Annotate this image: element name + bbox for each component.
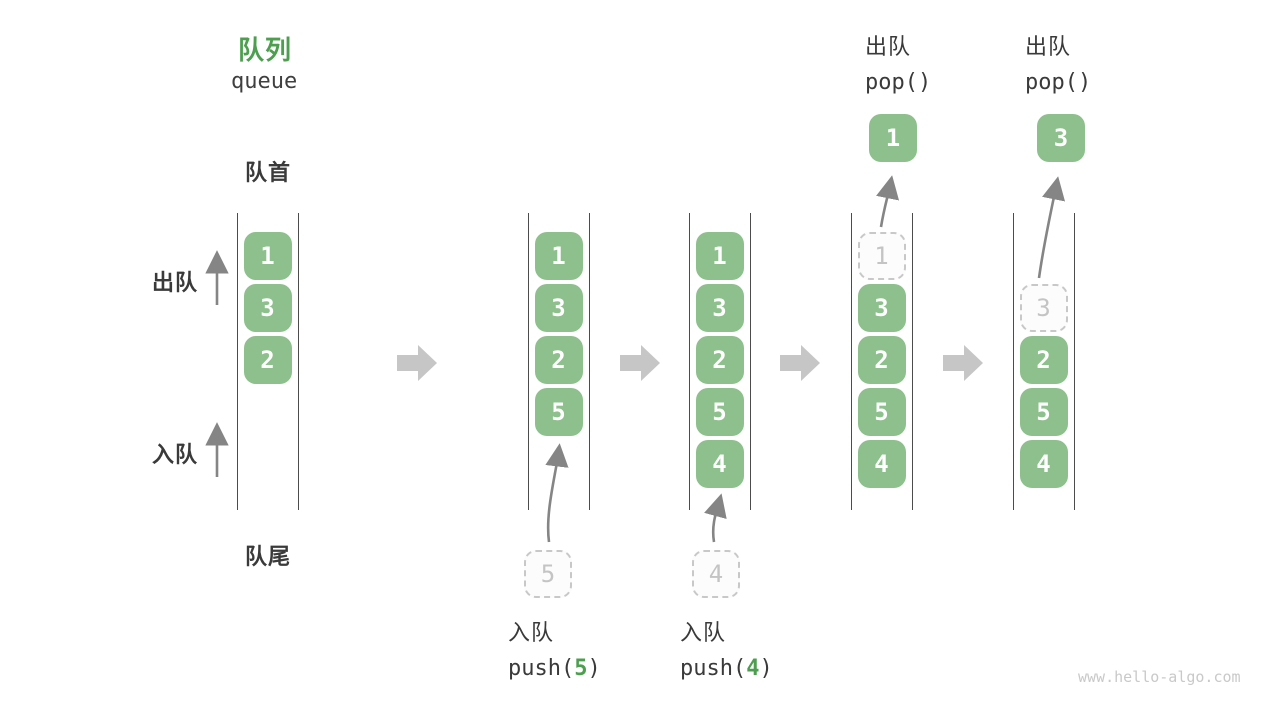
diagram-title-en: queue — [231, 69, 298, 94]
queue-item: 1 — [695, 232, 744, 280]
diagram-title-zh: 队列 — [238, 35, 293, 65]
queue-item: 4 — [857, 440, 906, 488]
queue-item: 2 — [534, 336, 583, 384]
queue-item: 4 — [695, 440, 744, 488]
op-code: push(5) — [508, 656, 601, 681]
queue-item: 1 — [534, 232, 583, 280]
queue-column-3: 1 3 2 5 4 — [689, 213, 751, 510]
queue-item: 5 — [534, 388, 583, 436]
removed-item-ghost: 1 — [857, 232, 906, 280]
queue-item: 5 — [857, 388, 906, 436]
op-label-zh: 出队 — [865, 34, 912, 59]
op-label-zh: 入队 — [680, 620, 727, 645]
op-pop-1: 出队 pop() — [865, 29, 931, 101]
step-arrow-icon — [943, 345, 983, 381]
op-push-5: 入队 push(5) — [508, 615, 601, 687]
queue-column-5: 3 2 5 4 — [1013, 213, 1075, 510]
popped-item: 1 — [869, 114, 917, 162]
queue-item: 4 — [1019, 440, 1068, 488]
op-code: pop() — [1025, 70, 1092, 95]
queue-column-2: 1 3 2 5 — [528, 213, 590, 510]
label-dequeue-direction: 出队 — [152, 270, 199, 295]
queue-item: 2 — [243, 336, 292, 384]
op-code: push(4) — [680, 656, 773, 681]
queue-item: 3 — [695, 284, 744, 332]
label-queue-rear: 队尾 — [245, 544, 292, 569]
step-arrow-icon — [780, 345, 820, 381]
queue-item: 2 — [1019, 336, 1068, 384]
watermark: www.hello-algo.com — [1078, 668, 1241, 686]
step-arrow-icon — [620, 345, 660, 381]
removed-item-ghost: 3 — [1019, 284, 1068, 332]
op-code: pop() — [865, 70, 932, 95]
queue-item: 3 — [534, 284, 583, 332]
queue-column-1: 1 3 2 — [237, 213, 299, 510]
popped-item: 3 — [1037, 114, 1085, 162]
queue-item: 5 — [695, 388, 744, 436]
op-pop-2: 出队 pop() — [1025, 29, 1091, 101]
step-arrow-icon — [397, 345, 437, 381]
op-push-4: 入队 push(4) — [680, 615, 773, 687]
queue-column-4: 1 3 2 5 4 — [851, 213, 913, 510]
queue-item: 2 — [695, 336, 744, 384]
staged-item: 5 — [524, 550, 572, 598]
staged-item: 4 — [692, 550, 740, 598]
op-label-zh: 出队 — [1025, 34, 1072, 59]
queue-item: 5 — [1019, 388, 1068, 436]
label-enqueue-direction: 入队 — [152, 442, 199, 467]
op-label-zh: 入队 — [508, 620, 555, 645]
queue-item: 1 — [243, 232, 292, 280]
queue-item: 3 — [857, 284, 906, 332]
label-queue-front: 队首 — [245, 160, 292, 185]
queue-item: 2 — [857, 336, 906, 384]
queue-item: 3 — [243, 284, 292, 332]
